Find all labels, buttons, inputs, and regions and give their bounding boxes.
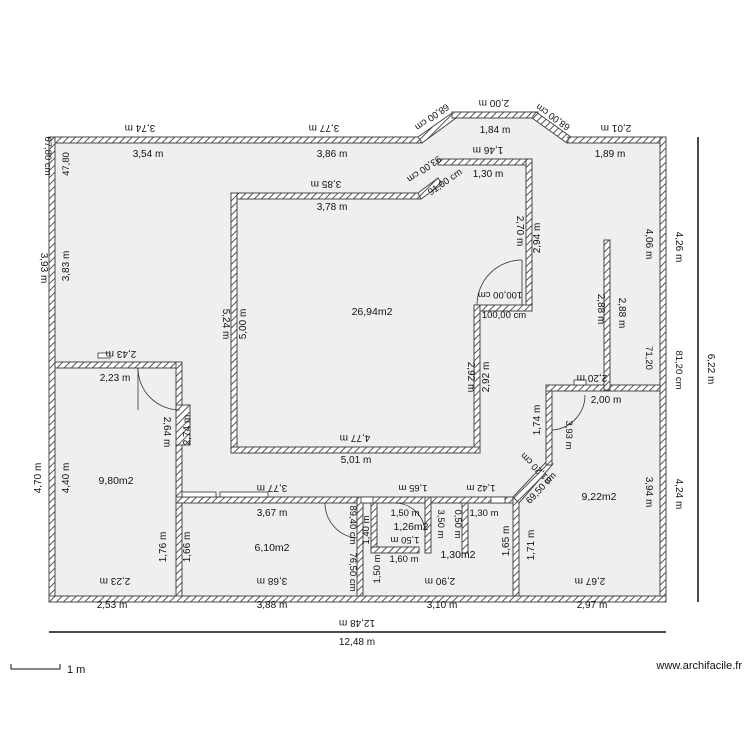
dim-top-right: 2,01 m	[601, 122, 632, 133]
dim-room-8: 2,70 m	[514, 216, 525, 247]
interior-walls	[54, 158, 661, 597]
dim-room-32: 76,50 cm	[347, 552, 358, 591]
scale-bar: 1 m	[10, 664, 85, 676]
dim-room-1: 3,85 m	[311, 178, 342, 189]
inside-dimensions: 3,54 m 3,86 m 1,84 m 1,89 m 47,80 3,83 m…	[61, 125, 716, 648]
dim-top-right-mid: 2,00 m	[479, 97, 510, 108]
dim-room-40: 3,93 m	[563, 420, 574, 449]
area-right-room: 9,22m2	[581, 491, 616, 503]
dim-in-left-upper: 3,83 m	[61, 251, 72, 282]
dim-room-37: 1,65 m	[501, 526, 512, 557]
dim-room-34: 1,50 m	[372, 554, 383, 583]
dim-in-left-lower: 4,40 m	[61, 463, 72, 494]
dim-room-10: 100,00 cm	[482, 310, 526, 321]
dim-room-4: 1,30 m	[473, 169, 504, 180]
dim-in-top-3: 1,84 m	[480, 125, 511, 136]
area-small-room-a: 1,26m2	[393, 521, 428, 533]
dim-total-height: 6,22 m	[705, 354, 716, 385]
dim-room-29: 1,50 m	[390, 534, 419, 545]
area-middle-room: 6,10m2	[254, 542, 289, 554]
dim-left-top-corner: 67,80 cm	[42, 136, 53, 175]
dim-room-14: 2,92 m	[481, 362, 492, 393]
dim-room-26: 1,50 m	[390, 508, 419, 519]
dim-room-3: 1,46 m	[473, 144, 504, 155]
dim-bottom-2: 3,68 m	[257, 575, 288, 586]
area-left-room: 9,80m2	[98, 475, 133, 487]
dim-in-top-1: 3,54 m	[133, 149, 164, 160]
dim-left-lower: 4,70 m	[33, 463, 44, 494]
dim-left-upper: 3,93 m	[38, 253, 49, 284]
floor-area	[55, 118, 660, 596]
dim-room-36: 0,50 m	[452, 509, 463, 538]
dim-total-width-outside: 12,48 m	[339, 617, 375, 628]
dim-room-7: 2,94 m	[532, 223, 543, 254]
dim-room-11: 5,24 m	[220, 309, 231, 340]
dim-in-bottom-2: 3,88 m	[257, 600, 288, 611]
dim-room-45: 2,88 m	[595, 294, 606, 325]
dim-in-top-2: 3,86 m	[317, 149, 348, 160]
dim-bottom-3: 2,90 m	[425, 575, 456, 586]
dim-in-bottom-1: 2,53 m	[97, 600, 128, 611]
watermark-text: www.archifacile.fr	[655, 660, 742, 672]
dim-room-22: 1,66 m	[182, 532, 193, 563]
dim-top-left: 3,74 m	[125, 122, 156, 133]
dim-room-28: 1,30 m	[469, 508, 498, 519]
dim-room-20: 2,74 m	[182, 415, 193, 446]
dim-in-bottom-4: 2,97 m	[577, 600, 608, 611]
dim-room-39: 1,74 m	[532, 405, 543, 436]
dim-room-17: 2,43 m	[106, 348, 137, 359]
dim-room-43: 2,20 m	[577, 372, 608, 383]
dim-room-27: 1,42 m	[466, 482, 495, 493]
dim-room-48: 4,24 m	[673, 479, 684, 510]
dim-room-12: 5,00 m	[238, 309, 249, 340]
exterior-walls	[48, 111, 667, 603]
area-small-room-b: 1,30m2	[440, 549, 475, 561]
dim-total-width: 12,48 m	[339, 637, 375, 648]
dim-room-35: 3,50 m	[435, 509, 446, 538]
dim-right-upper: 4,26 m	[673, 232, 684, 263]
dim-room-16: 5,01 m	[341, 455, 372, 466]
dim-room-19: 2,64 m	[161, 417, 172, 448]
dim-room-38: 1,71 m	[526, 530, 537, 561]
dim-room-18: 2,23 m	[100, 373, 131, 384]
dim-room-24: 3,67 m	[257, 508, 288, 519]
dim-room-2: 3,78 m	[317, 202, 348, 213]
room-areas: 26,94m2 9,80m2 6,10m2 1,26m2 1,30m2 9,22…	[98, 306, 616, 561]
area-living: 26,94m2	[352, 306, 393, 318]
dim-room-21: 1,76 m	[158, 532, 169, 563]
door-swings	[97, 259, 587, 539]
dim-bottom-1: 2,23 m	[100, 575, 131, 586]
dim-room-33: 1,40 m	[361, 515, 372, 544]
overall-dimension-lines	[49, 137, 699, 633]
dim-bottom-4: 2,67 m	[575, 575, 606, 586]
dim-in-bottom-3: 3,10 m	[427, 600, 458, 611]
scale-label: 1 m	[67, 664, 85, 676]
dim-right-middle: 81,20 cm	[673, 350, 684, 389]
dim-room-47: 3,94 m	[643, 477, 654, 508]
dim-room-44: 2,00 m	[591, 395, 622, 406]
dim-in-left-corner: 47,80	[61, 152, 72, 176]
dim-in-right-upper: 4,06 m	[643, 229, 654, 260]
dim-room-30: 1,60 m	[389, 554, 418, 565]
dim-room-23: 3,77 m	[257, 482, 288, 493]
dim-top-mid: 3,77 m	[309, 122, 340, 133]
dim-room-13: 2,92 m	[465, 362, 476, 393]
dim-room-9: 100,00 cm	[478, 289, 522, 300]
dim-room-25: 1,65 m	[398, 482, 427, 493]
dim-room-46: 2,88 m	[616, 298, 627, 329]
dim-in-right-middle: 71,20	[643, 346, 654, 370]
dim-in-top-4: 1,89 m	[595, 149, 626, 160]
dim-room-15: 4,77 m	[340, 432, 371, 443]
dim-room-31: 89,40 cm	[347, 505, 358, 544]
